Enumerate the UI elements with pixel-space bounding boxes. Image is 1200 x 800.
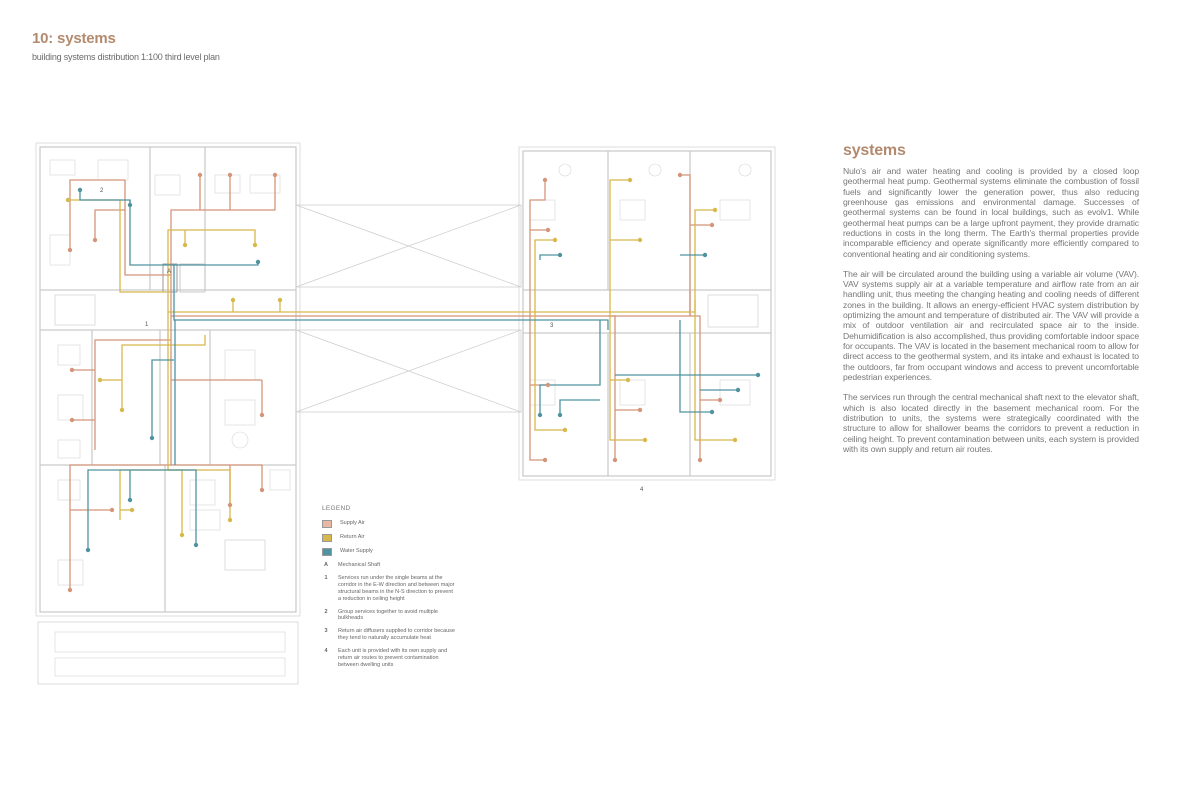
return-diffusers <box>65 177 738 538</box>
legend-label: Water Supply <box>340 548 373 555</box>
zone-label-2: 2 <box>100 188 104 194</box>
legend-note-1: 1 Services run under the single beams at… <box>322 575 457 603</box>
left-block-furniture <box>49 159 291 586</box>
page-title: 10: systems <box>32 30 116 47</box>
legend-label: Return Air <box>340 534 365 541</box>
legend-note-4: 4 Each unit is provided with its own sup… <box>322 648 457 669</box>
legend-label: Group services together to avoid multipl… <box>338 608 438 622</box>
supply-air-swatch <box>322 520 332 529</box>
legend-key: 1 <box>324 575 328 581</box>
legend-item-return-air: Return Air <box>322 534 457 543</box>
legend-key: 3 <box>324 628 328 635</box>
legend-note-2: 2 Group services together to avoid multi… <box>322 609 457 623</box>
zone-label-4: 4 <box>640 487 644 493</box>
systems-paragraph-1: Nulo's air and water heating and cooling… <box>843 166 1139 259</box>
legend-item-water-supply: Water Supply <box>322 548 457 557</box>
legend-label: Each unit is provided with its own suppl… <box>338 648 448 668</box>
page-header: 10: systems building systems distributio… <box>32 30 220 62</box>
page-subtitle: building systems distribution 1:100 thir… <box>32 52 220 62</box>
legend-note-3: 3 Return air diffusers supplied to corri… <box>322 628 457 642</box>
legend-item-supply-air: Supply Air <box>322 520 457 529</box>
supply-diffusers <box>67 172 723 593</box>
return-air-network <box>68 179 735 535</box>
legend-title: LEGEND <box>322 505 351 512</box>
shaft-label: A <box>167 269 171 275</box>
legend-label: Mechanical Shaft <box>338 562 381 569</box>
systems-text-block: systems Nulo's air and water heating and… <box>843 142 1139 464</box>
systems-paragraph-2: The air will be circulated around the bu… <box>843 268 1139 382</box>
legend-item-mechanical-shaft: A Mechanical Shaft <box>322 562 457 569</box>
water-supply-swatch <box>322 548 332 557</box>
legend: LEGEND Supply Air Return Air Water Suppl… <box>322 505 457 675</box>
legend-key: 2 <box>324 608 328 615</box>
right-block-furniture <box>529 163 752 406</box>
legend-label: Services run under the single beams at t… <box>338 575 455 602</box>
supply-air-network <box>69 174 720 590</box>
systems-heading: systems <box>843 142 906 159</box>
connector-walls <box>295 204 522 413</box>
legend-key: A <box>324 562 328 569</box>
zone-label-1: 1 <box>145 322 149 328</box>
return-air-swatch <box>322 534 332 543</box>
legend-key: 4 <box>324 648 328 654</box>
water-outlets <box>77 187 761 553</box>
legend-label: Supply Air <box>340 520 365 527</box>
legend-label: Return air diffusers supplied to corrido… <box>338 628 455 642</box>
zone-label-3: 3 <box>550 323 554 329</box>
systems-paragraph-3: The services run through the central mec… <box>843 392 1139 454</box>
mechanical-shaft <box>162 263 206 293</box>
